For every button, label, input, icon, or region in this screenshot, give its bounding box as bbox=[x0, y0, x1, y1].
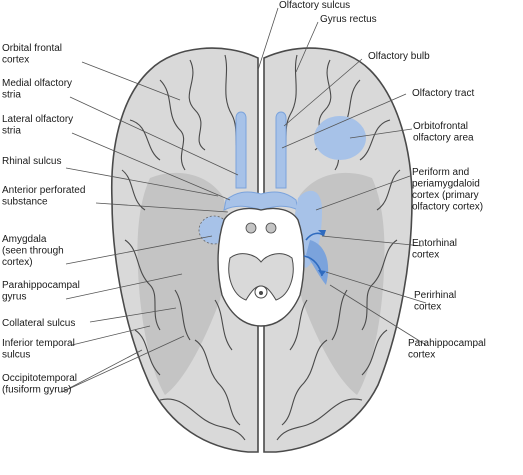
label-orbitofrontal-olfactory-area-line: Orbitofrontal bbox=[413, 121, 468, 132]
label-orbital-frontal-cortex-line: Orbital frontal bbox=[2, 43, 62, 54]
label-periform-periamygdaloid-line: periamygdaloid bbox=[412, 179, 480, 190]
mammillary-left bbox=[245, 222, 257, 234]
label-olfactory-sulcus: Olfactory sulcus bbox=[279, 0, 350, 11]
cerebral-peduncles bbox=[228, 253, 294, 301]
label-occipitotemporal-line: Occipitotemporal bbox=[2, 373, 77, 384]
label-collateral-sulcus-line: Collateral sulcus bbox=[2, 318, 75, 329]
label-amygdala-line: Amygdala bbox=[2, 234, 47, 245]
label-olfactory-tract-line: Olfactory tract bbox=[412, 88, 474, 99]
label-periform-periamygdaloid-line: cortex (primary bbox=[412, 190, 479, 201]
leader-lines bbox=[61, 7, 427, 393]
label-entorhinal-cortex-line: cortex bbox=[412, 250, 439, 261]
label-perirhinal-cortex-line: Perirhinal bbox=[414, 290, 456, 301]
label-periform-periamygdaloid-line: olfactory cortex) bbox=[412, 202, 483, 213]
label-gyrus-rectus: Gyrus rectus bbox=[320, 14, 377, 25]
label-inferior-temporal-sulcus-line: sulcus bbox=[2, 350, 30, 361]
label-amygdala-line: (seen through bbox=[2, 246, 64, 257]
label-perirhinal-cortex-line: cortex bbox=[414, 302, 441, 313]
mammillary-right bbox=[265, 222, 277, 234]
label-amygdala-line: cortex) bbox=[2, 257, 33, 268]
label-parahippocampal-gyrus-line: Parahippocampal bbox=[2, 280, 80, 291]
label-occipitotemporal: Occipitotemporal(fusiform gyrus) bbox=[2, 373, 77, 396]
label-olfactory-tract: Olfactory tract bbox=[412, 88, 474, 99]
label-olfactory-bulb: Olfactory bulb bbox=[368, 51, 430, 62]
label-gyrus-rectus-line: Gyrus rectus bbox=[320, 14, 377, 25]
olfactory-bulb-right bbox=[275, 111, 287, 189]
label-periform-periamygdaloid-line: Periform and bbox=[412, 167, 469, 178]
label-parahippocampal-cortex-line: Parahippocampal bbox=[408, 338, 486, 349]
label-lateral-olfactory-stria-line: stria bbox=[2, 126, 21, 137]
entorhinal-arrowhead-1 bbox=[318, 230, 326, 236]
label-rhinal-sulcus: Rhinal sulcus bbox=[2, 156, 61, 167]
label-medial-olfactory-stria-line: Medial olfactory bbox=[2, 78, 72, 89]
label-anterior-perforated-substance-line: substance bbox=[2, 197, 48, 208]
label-occipitotemporal-line: (fusiform gyrus) bbox=[2, 385, 71, 396]
label-olfactory-sulcus-line: Olfactory sulcus bbox=[279, 0, 350, 11]
orbitofrontal-olfactory-area bbox=[314, 116, 366, 160]
label-orbitofrontal-olfactory-area-line: olfactory area bbox=[413, 133, 474, 144]
olfactory-bulb-left bbox=[235, 111, 247, 189]
label-collateral-sulcus: Collateral sulcus bbox=[2, 318, 75, 329]
label-inferior-temporal-sulcus-line: Inferior temporal bbox=[2, 338, 75, 349]
aqueduct-inner bbox=[259, 291, 263, 295]
label-anterior-perforated-substance-line: Anterior perforated bbox=[2, 185, 85, 196]
label-lateral-olfactory-stria-line: Lateral olfactory bbox=[2, 114, 73, 125]
label-medial-olfactory-stria-line: stria bbox=[2, 90, 21, 101]
label-entorhinal-cortex-line: Entorhinal bbox=[412, 238, 457, 249]
entorhinal-arrowhead-2 bbox=[318, 270, 326, 276]
label-parahippocampal-gyrus-line: gyrus bbox=[2, 292, 26, 303]
label-rhinal-sulcus-line: Rhinal sulcus bbox=[2, 156, 61, 167]
label-parahippocampal-cortex-line: cortex bbox=[408, 350, 435, 361]
label-orbital-frontal-cortex-line: cortex bbox=[2, 55, 29, 66]
label-olfactory-bulb-line: Olfactory bulb bbox=[368, 51, 430, 62]
